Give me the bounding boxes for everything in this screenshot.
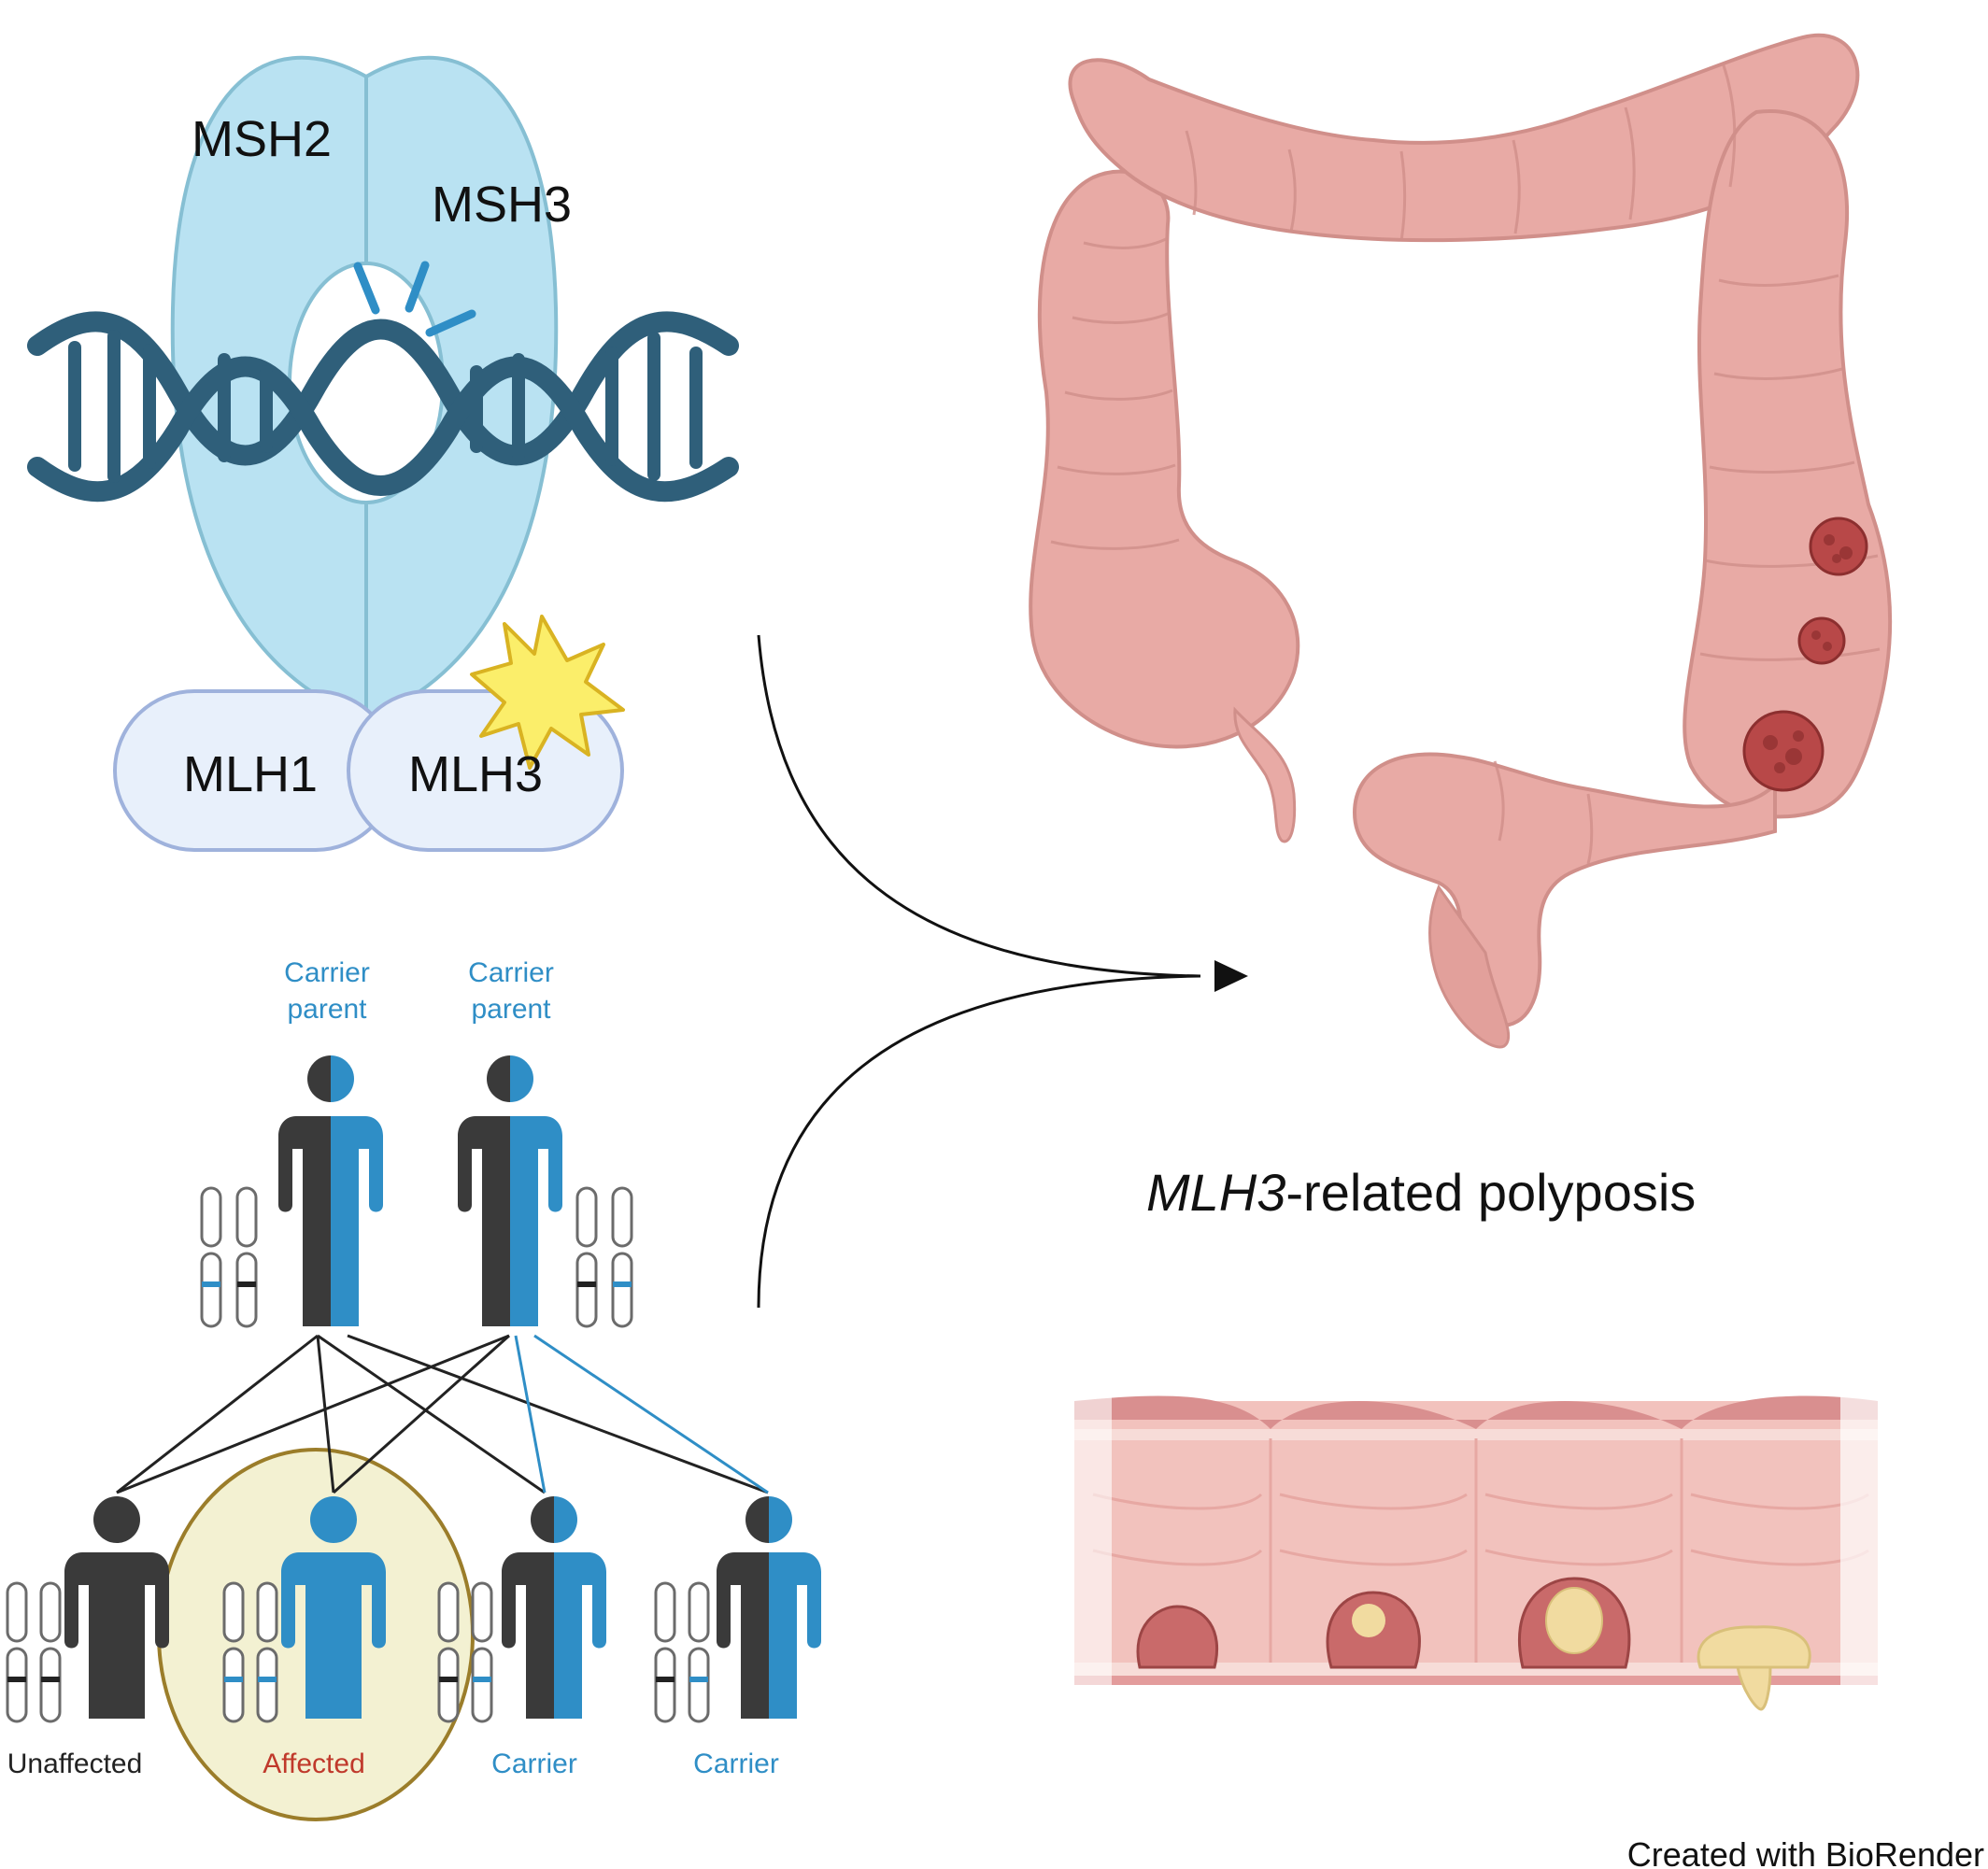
biorender-credit: Created with BioRender [1627, 1835, 1984, 1869]
msh2-label: MSH2 [192, 111, 332, 167]
mlh1-label: MLH1 [183, 746, 318, 802]
disease-gene-name: MLH3 [1146, 1163, 1285, 1222]
parent-2-label-line1: Carrier [468, 957, 554, 988]
child-label-carrier-1: Carrier [491, 1749, 577, 1779]
msh3-label: MSH3 [432, 177, 572, 233]
dna-helix [27, 311, 739, 503]
colon-polyps [1742, 517, 1868, 792]
colon-illustration [1029, 34, 1893, 1049]
child-figure-unaffected [6, 1496, 169, 1723]
parent-figure-2 [458, 1055, 633, 1328]
arrow-head-icon [1214, 960, 1248, 992]
pedigree: Carrier parent Carrier parent Unaffected… [6, 957, 821, 1821]
mutation-star-icon [470, 615, 625, 770]
mlh3-label: MLH3 [408, 746, 543, 802]
child-figure-carrier-1 [437, 1496, 606, 1723]
disease-name-suffix: -related polyposis [1285, 1163, 1696, 1222]
parent-2-label-line2: parent [471, 994, 551, 1025]
msh3-protein [364, 55, 559, 722]
intestine-cross-section [1074, 1392, 1878, 1711]
polyp-progression [1136, 1577, 1811, 1711]
child-figure-affected [222, 1496, 386, 1723]
mismatch-repair-complex: MSH2 MSH3 MLH1 MLH3 [27, 55, 739, 852]
parent-figure-1 [200, 1055, 383, 1328]
child-figure-carrier-2 [654, 1496, 821, 1723]
parent-1-label-line2: parent [287, 994, 367, 1025]
disease-title: MLH3-related polyposis [1146, 1163, 1696, 1222]
child-label-affected: Affected [263, 1749, 365, 1779]
child-label-unaffected: Unaffected [7, 1749, 143, 1779]
mismatch-marks [353, 261, 476, 337]
parent-1-label-line1: Carrier [284, 957, 370, 988]
converging-arrow [757, 634, 1201, 1309]
child-label-carrier-2: Carrier [693, 1749, 779, 1779]
inheritance-lines [116, 1334, 769, 1494]
